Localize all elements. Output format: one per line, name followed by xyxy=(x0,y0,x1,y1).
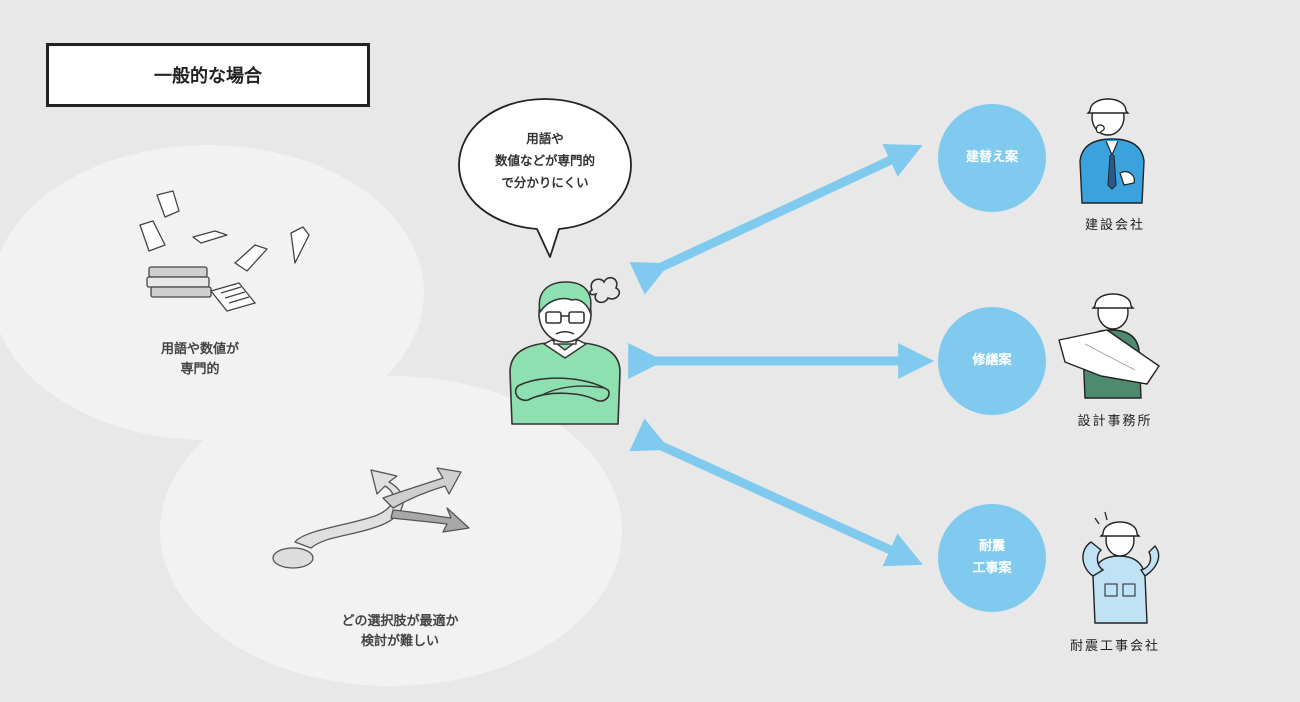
proposal-repair: 修繕案 xyxy=(938,307,1046,415)
worker-design-office xyxy=(1055,280,1165,400)
arrow-to-seismic xyxy=(655,443,908,558)
company-label: 耐震工事会社 xyxy=(1055,635,1175,654)
worker-construction xyxy=(1068,85,1158,205)
company-label: 設計事務所 xyxy=(1055,410,1175,429)
worker-seismic xyxy=(1065,510,1175,625)
company-label: 建設会社 xyxy=(1055,214,1175,233)
proposal-label: 耐震 xyxy=(972,536,1011,558)
proposal-label: 工事案 xyxy=(972,558,1011,580)
proposal-seismic: 耐震 工事案 xyxy=(938,504,1046,612)
arrow-to-rebuild xyxy=(655,152,908,270)
proposal-rebuild: 建替え案 xyxy=(938,104,1046,212)
proposal-label: 修繕案 xyxy=(972,350,1011,372)
proposal-label: 建替え案 xyxy=(966,147,1018,169)
